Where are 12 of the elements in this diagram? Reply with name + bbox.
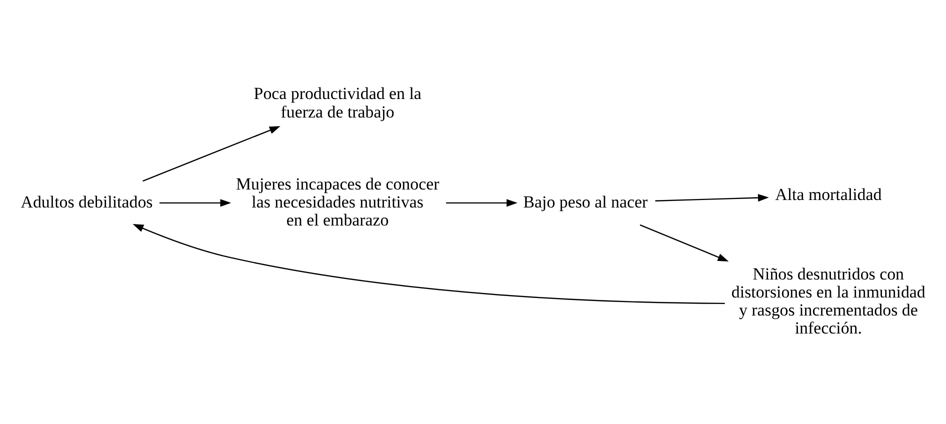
arrow: [142, 126, 280, 182]
node-text: Mujeres incapaces de conocer las necesidades nutritivas en el embarazo: [236, 174, 440, 230]
node-text: Poca productividad en la fuerza de trabajo: [254, 84, 422, 122]
node-text: Niños desnutridos con distorsiones en la inmunidad y rasgos incrementados de infección.: [731, 264, 926, 338]
arrow: [159, 199, 232, 207]
node-text: Bajo peso al nacer: [523, 192, 648, 212]
node-text: Adultos debilitados: [20, 192, 153, 212]
arrow: [640, 224, 729, 262]
arrow: [446, 199, 518, 207]
arrow: [132, 224, 725, 304]
node-text: Alta mortalidad: [775, 185, 882, 204]
arrow: [655, 194, 769, 202]
